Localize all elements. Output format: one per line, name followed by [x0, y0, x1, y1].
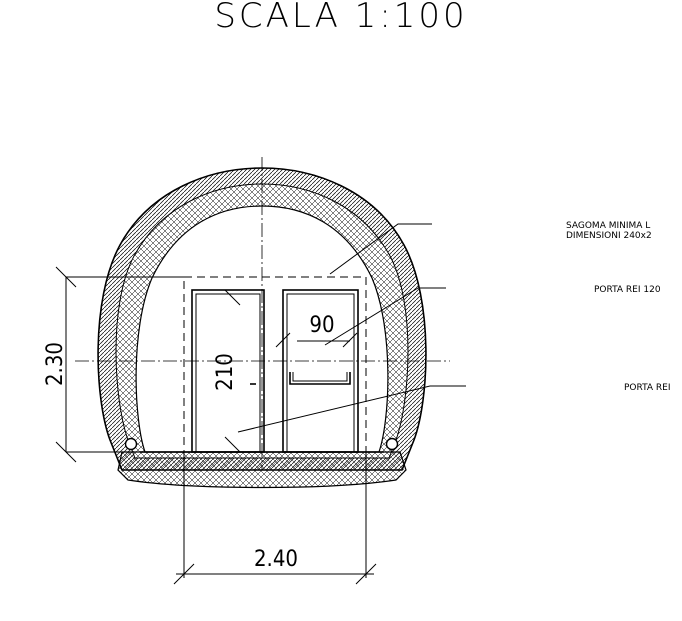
door-width-label: 90	[309, 313, 334, 338]
drain-pipe-left	[124, 437, 138, 451]
height-dimension-label: 2.30	[43, 342, 68, 386]
leader-lines	[237, 223, 466, 433]
note-door-rei-120: PORTA REI 120	[594, 285, 661, 295]
door-rei-120-right	[282, 289, 359, 453]
centerlines	[75, 157, 450, 470]
note-door-rei: PORTA REI	[624, 383, 671, 393]
door-rei-left	[191, 289, 265, 453]
height-dimension	[55, 266, 184, 463]
note-gauge-line1: SAGOMA MINIMA L	[566, 221, 650, 231]
width-dimension-label: 2.40	[254, 547, 298, 572]
drain-pipe-right	[385, 437, 399, 451]
width-dimension	[173, 452, 377, 585]
door-height-label: 210	[213, 353, 238, 391]
note-gauge-line2: DIMENSIONI 240x2	[566, 231, 652, 241]
scale-title: SCALA 1:100	[214, 0, 467, 36]
minimum-gauge-outline	[183, 276, 367, 453]
